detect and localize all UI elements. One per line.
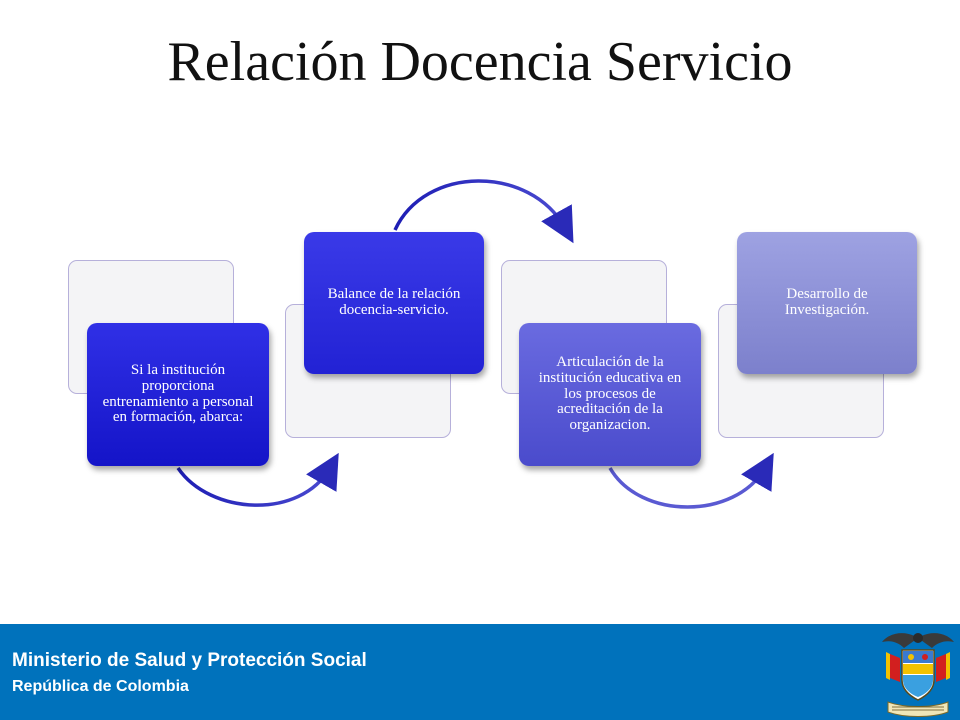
step2-text: Balance de la relación docencia-servicio… bbox=[327, 286, 461, 318]
slide-title: Relación Docencia Servicio bbox=[167, 31, 793, 93]
step1-box: Si la institución proporciona entrenamie… bbox=[87, 323, 269, 466]
step3-text: Articulación de la institución educativa… bbox=[538, 354, 682, 434]
ministry-name: Ministerio de Salud y Protección Social bbox=[12, 650, 367, 671]
footer-bar: Ministerio de Salud y Protección Social … bbox=[0, 624, 960, 720]
colombia-coat-of-arms-icon bbox=[882, 633, 954, 717]
arrow-step1-to-step2 bbox=[176, 452, 339, 507]
step4-box: Desarrollo de Investigación. bbox=[737, 232, 917, 374]
step1-text: Si la institución proporciona entrenamie… bbox=[102, 362, 254, 426]
connector-arrows bbox=[176, 179, 774, 509]
step3-box: Articulación de la institución educativa… bbox=[519, 323, 701, 466]
arrow-step3-to-step4 bbox=[608, 452, 774, 509]
step2-box: Balance de la relación docencia-servicio… bbox=[304, 232, 484, 374]
process-diagram: Si la institución proporciona entrenamie… bbox=[68, 179, 917, 509]
republic-name: República de Colombia bbox=[12, 678, 189, 695]
step4-text: Desarrollo de Investigación. bbox=[784, 286, 870, 318]
arrow-step2-to-step3 bbox=[393, 179, 574, 244]
